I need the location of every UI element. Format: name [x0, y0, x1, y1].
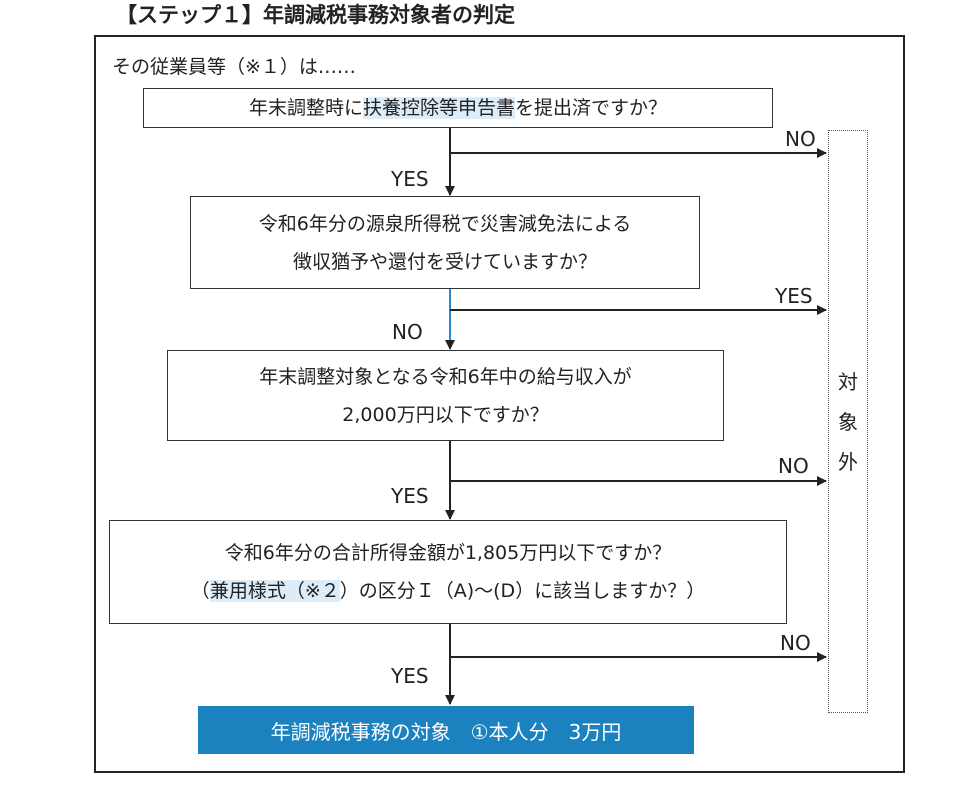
q4-out-label: NO: [780, 631, 811, 655]
question-box-2: 令和6年分の源泉所得税で災害減免法による 徴収猶予や還付を受けていますか？: [190, 196, 700, 289]
result-box: 年調減税事務の対象 ①本人分 3万円: [198, 706, 694, 754]
highlighted-term: 兼用様式（※２: [209, 580, 340, 602]
question-box-4: 令和6年分の合計所得金額が1,805万円以下ですか？ （兼用様式（※２）の区分Ｉ…: [109, 520, 787, 624]
question-3-line-1: 年末調整対象となる令和6年中の給与収入が: [259, 365, 632, 388]
flowchart-frame: [94, 35, 905, 773]
highlighted-term: 扶養控除等申告書: [362, 97, 515, 119]
page-title: 【ステップ１】年調減税事務対象者の判定: [116, 3, 515, 27]
not-applicable-box: 対 象 外: [828, 130, 868, 713]
question-2-line-1: 令和6年分の源泉所得税で災害減免法による: [258, 212, 632, 235]
question-4-line-1: 令和6年分の合計所得金額が1,805万円以下ですか？: [224, 542, 672, 564]
question-1-text: 年末調整時に扶養控除等申告書を提出済ですか？: [248, 97, 668, 119]
q1-down-label: YES: [391, 167, 429, 191]
intro-text: その従業員等（※１）は……: [112, 56, 356, 78]
question-box-3: 年末調整対象となる令和6年中の給与収入が 2,000万円以下ですか？: [167, 350, 724, 441]
q3-down-label: YES: [391, 484, 429, 508]
question-2-line-2: 徴収猶予や還付を受けていますか？: [292, 250, 597, 273]
question-box-1: 年末調整時に扶養控除等申告書を提出済ですか？: [143, 88, 773, 128]
question-4-line-2: （兼用様式（※２）の区分Ｉ（A)～(D）に該当しますか？）: [190, 580, 706, 602]
q4-down-label: YES: [391, 664, 429, 688]
q2-down-label: NO: [392, 320, 423, 344]
q2-out-label: YES: [775, 284, 813, 308]
q3-out-label: NO: [778, 454, 809, 478]
question-3-line-2: 2,000万円以下ですか？: [342, 403, 549, 426]
q1-out-label: NO: [785, 127, 816, 151]
